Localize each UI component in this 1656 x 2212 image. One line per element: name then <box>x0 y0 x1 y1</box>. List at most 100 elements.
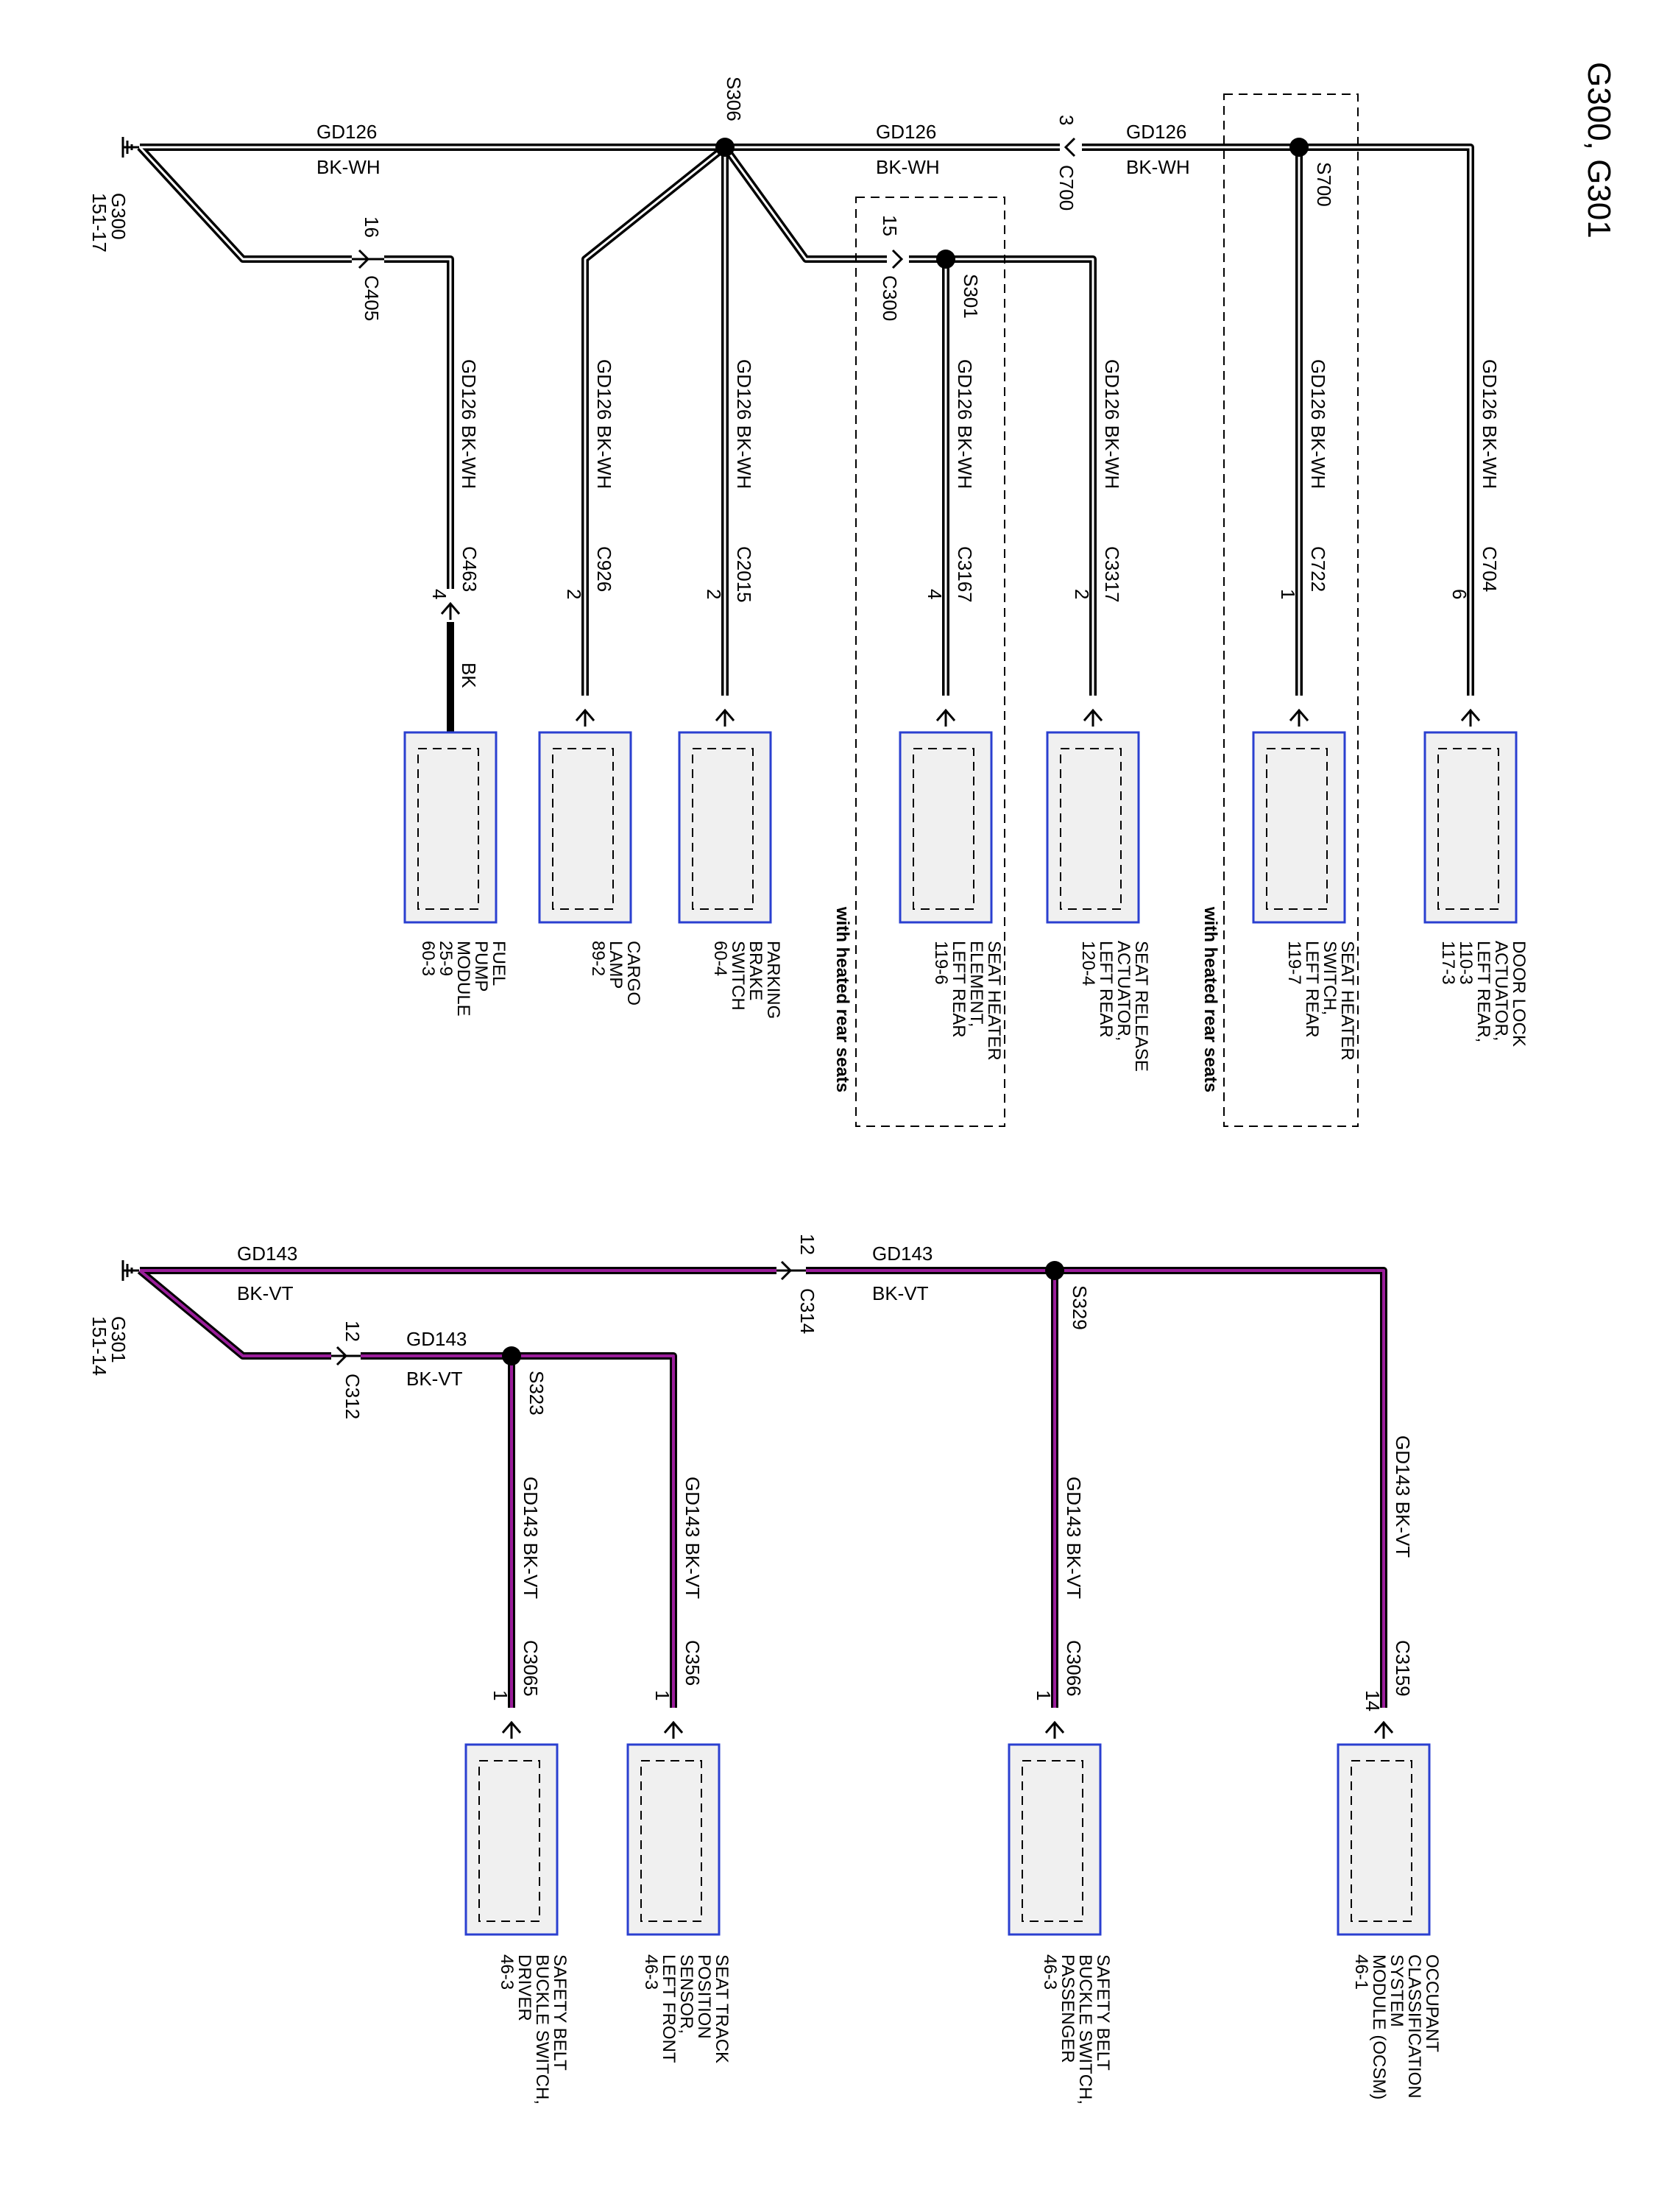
seat-heater-element-wire-label: GD126 BK-WH <box>954 359 976 489</box>
connector-label: C704 <box>1479 546 1501 592</box>
component-box-inner <box>1060 748 1122 910</box>
passenger-buckle-wire-label: GD143 BK-VT <box>1063 1477 1085 1599</box>
component-name-line: 25-9 <box>436 941 456 976</box>
component-box-inner <box>1022 1760 1083 1922</box>
splice-s700-label: S700 <box>1313 162 1335 207</box>
component-name-line: OCCUPANT <box>1422 1954 1442 2052</box>
component-name-line: SWITCH, <box>1320 941 1340 1015</box>
page-title: G300, G301 <box>1581 62 1617 238</box>
ground-g301-ref: 151-14 <box>88 1316 110 1376</box>
component-name-line: DOOR LOCK <box>1509 941 1529 1047</box>
component-box-inner <box>417 748 479 910</box>
component-box <box>538 731 632 924</box>
pin-number: 1 <box>651 1690 673 1700</box>
connector-label: C356 <box>682 1640 704 1686</box>
wire-color-label: BK-WH <box>1126 156 1190 178</box>
component-box <box>1337 1743 1431 1936</box>
wire-color-label: BK-VT <box>237 1282 294 1304</box>
component-name-line: SEAT TRACK <box>712 1954 732 2063</box>
pin-number: 4 <box>924 589 946 599</box>
component-name-line: 46-3 <box>641 1954 661 1990</box>
component-name-line: DRIVER <box>514 1954 534 2021</box>
component-name-line: 60-4 <box>710 941 730 976</box>
connector-label: C3317 <box>1101 546 1123 603</box>
connector-label: C3066 <box>1063 1640 1085 1697</box>
g300-ground-network <box>121 135 1481 736</box>
component-box <box>1423 731 1518 924</box>
component-name-line: 46-3 <box>497 1954 517 1990</box>
component-name-line: CARGO <box>623 941 643 1006</box>
component-name-line: 120-4 <box>1078 941 1098 986</box>
pin-number: 2 <box>1071 589 1093 599</box>
component-name-line: 110-3 <box>1456 941 1476 985</box>
component-box-inner <box>478 1760 540 1922</box>
pin-number: 2 <box>703 589 725 599</box>
component-name-line: BUCKLE SWITCH, <box>1075 1954 1095 2105</box>
splice-s306-label: S306 <box>723 77 745 121</box>
component-box <box>1046 731 1140 924</box>
wire-circuit-label: GD126 <box>1126 121 1186 143</box>
component-box <box>626 1743 721 1936</box>
component-name-line: BRAKE <box>746 941 765 1000</box>
pin-number: 14 <box>1362 1690 1384 1711</box>
component-name-line: LEFT FRONT <box>659 1954 679 2063</box>
wire-color-label: BK-WH <box>316 156 381 178</box>
connector-c405-label: C405 <box>361 275 383 321</box>
splice-s323-label: S323 <box>526 1371 548 1416</box>
splice-s301-label: S301 <box>960 274 982 319</box>
component-name-line: ELEMENT, <box>966 941 986 1027</box>
component-name-line: 60-3 <box>418 941 438 976</box>
pin-number: 2 <box>563 589 585 599</box>
connector-c314-pin: 12 <box>796 1234 818 1255</box>
component-box-inner <box>1266 748 1328 910</box>
component-box <box>899 731 993 924</box>
door-lock-wire-label: GD126 BK-WH <box>1479 359 1501 489</box>
component-name-line: FUEL <box>489 941 509 986</box>
fuel-pump-feed-wire-label: GD126 BK-WH <box>458 359 480 489</box>
wire-circuit-label: GD126 <box>876 121 936 143</box>
pin-number: 4 <box>428 589 450 599</box>
wire-circuit-label: GD143 <box>406 1328 467 1350</box>
component-name-line: PARKING <box>763 941 783 1019</box>
component-box-inner <box>1437 748 1499 910</box>
component-name-line: SEAT HEATER <box>1337 941 1357 1061</box>
connector-c405-pin: 16 <box>361 216 383 238</box>
component: C315914OCCUPANTCLASSIFICATIONSYSTEMMODUL… <box>1337 1640 1442 2099</box>
component-name-line: SEAT RELEASE <box>1131 941 1151 1072</box>
option-group-box <box>1223 93 1359 1127</box>
component-name-line: LEFT REAR <box>949 941 969 1038</box>
connector-c312-pin: 12 <box>342 1321 364 1342</box>
component-name-line: LEFT REAR <box>1302 941 1322 1038</box>
component-name-line: 117-3 <box>1438 941 1458 985</box>
component-name-line: SYSTEM <box>1387 1954 1406 2027</box>
wire-circuit-label: GD143 <box>872 1243 933 1265</box>
parking-brake-wire-label: GD126 BK-WH <box>733 359 755 489</box>
connector-label: C926 <box>593 546 615 592</box>
pin-number: 1 <box>1277 589 1299 599</box>
component-box-inner <box>692 748 754 910</box>
component-name-line: SEAT HEATER <box>984 941 1004 1061</box>
component-name-line: 119-7 <box>1284 941 1304 985</box>
connector-c700-label: C700 <box>1055 165 1078 211</box>
seat-heater-switch-wire-label: GD126 BK-WH <box>1307 359 1329 489</box>
component-name-line: SAFETY BELT <box>1093 1954 1113 2071</box>
seat-release-wire-label: GD126 BK-WH <box>1101 359 1123 489</box>
component-name-line: LEFT REAR <box>1096 941 1116 1038</box>
component-name-line: 89-2 <box>588 941 608 976</box>
seat-track-wire-label: GD143 BK-VT <box>682 1477 704 1599</box>
cargo-lamp-wire-label: GD126 BK-WH <box>593 359 615 489</box>
component-box <box>678 731 772 924</box>
ground-g301-label: G301 <box>107 1316 130 1363</box>
connector-label: C722 <box>1307 546 1329 592</box>
component-name-line: MODULE <box>453 941 473 1017</box>
connector-c300-pin: 15 <box>879 215 901 236</box>
